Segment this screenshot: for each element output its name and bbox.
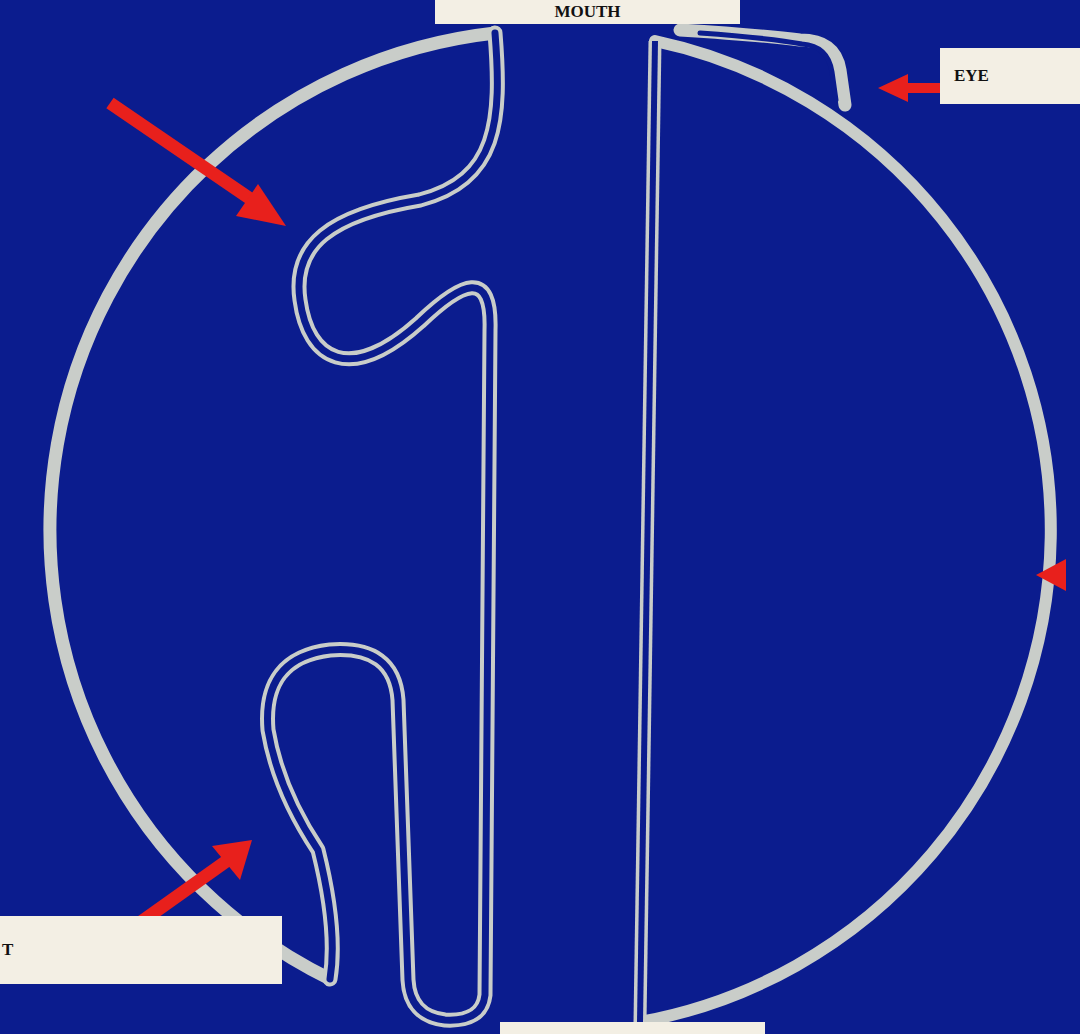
eye-outline <box>700 33 836 100</box>
body-wall <box>50 33 495 979</box>
midline-wall <box>640 41 655 1022</box>
eye-outline <box>680 30 845 105</box>
callout-label: T <box>0 916 282 984</box>
label-text: EYE <box>954 66 989 86</box>
pointer-arrow <box>1036 559 1066 591</box>
midline-wall <box>640 41 655 1022</box>
pointer-arrow <box>878 74 942 102</box>
label-text: MOUTH <box>554 2 620 22</box>
label-text: T <box>2 940 13 960</box>
callout-label: MOUTH <box>435 0 740 24</box>
label-panel <box>500 1022 765 1034</box>
gut-tube <box>268 33 498 1020</box>
pointer-arrow <box>110 103 286 226</box>
body-wall <box>640 41 1051 1022</box>
callout-label: EYE <box>940 48 1080 104</box>
